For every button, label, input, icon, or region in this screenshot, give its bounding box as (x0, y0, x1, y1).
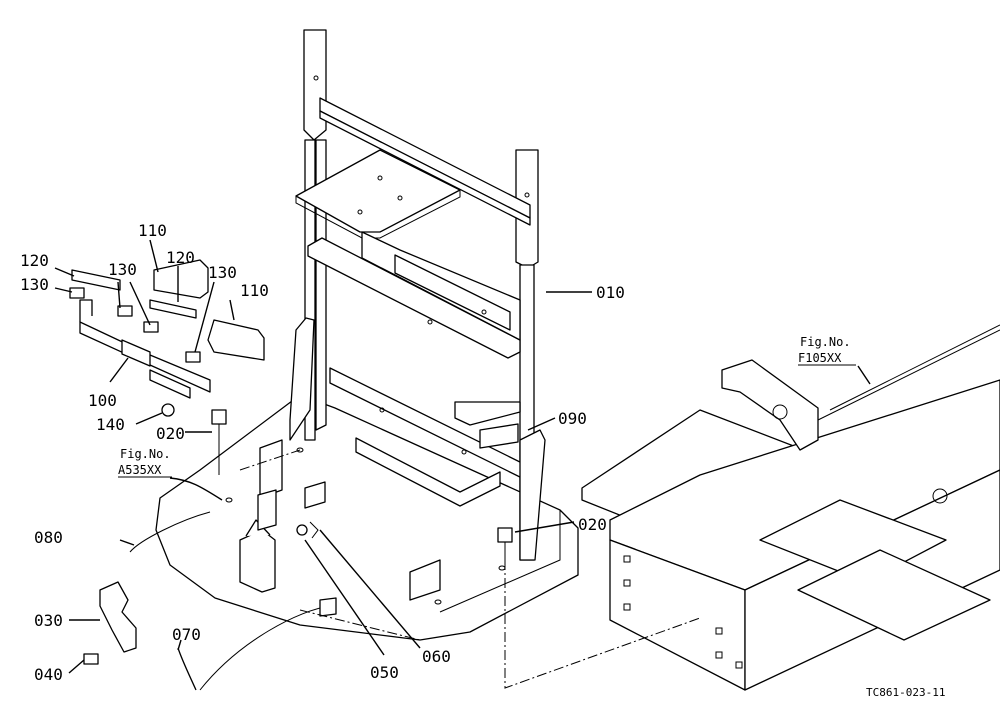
label-120-mid: 120 (166, 248, 195, 267)
vehicle-frame (581, 324, 1000, 691)
drawing-code: TC861-023-11 (866, 686, 945, 699)
fig-ref-f-line2: F105XX (798, 351, 842, 365)
label-130-mid: 130 (108, 260, 137, 279)
bracket-090 (454, 401, 521, 449)
label-060: 060 (422, 647, 451, 666)
label-080: 080 (34, 528, 63, 547)
label-050: 050 (370, 663, 399, 682)
label-030: 030 (34, 611, 63, 630)
label-130-left: 130 (20, 275, 49, 294)
label-110-top: 110 (138, 221, 167, 240)
fig-ref-a-line2: A535XX (118, 463, 162, 477)
label-020-right: 020 (578, 515, 607, 534)
label-130-right: 130 (208, 263, 237, 282)
label-100: 100 (88, 391, 117, 410)
latch-parts (83, 439, 441, 691)
centre-lines (239, 449, 701, 689)
label-140: 140 (96, 415, 125, 434)
label-070: 070 (172, 625, 201, 644)
label-040: 040 (34, 665, 63, 684)
stud-020 (211, 409, 513, 560)
fig-ref-a-line1: Fig.No. (120, 447, 171, 461)
leader-lines (54, 239, 871, 674)
fig-ref-f-line1: Fig.No. (800, 335, 851, 349)
label-010: 010 (596, 283, 625, 302)
battery-holder-assembly (69, 259, 265, 417)
main-frame (289, 29, 546, 561)
label-110-right: 110 (240, 281, 269, 300)
label-020-left: 020 (156, 424, 185, 443)
label-090: 090 (558, 409, 587, 428)
label-120-left: 120 (20, 251, 49, 270)
